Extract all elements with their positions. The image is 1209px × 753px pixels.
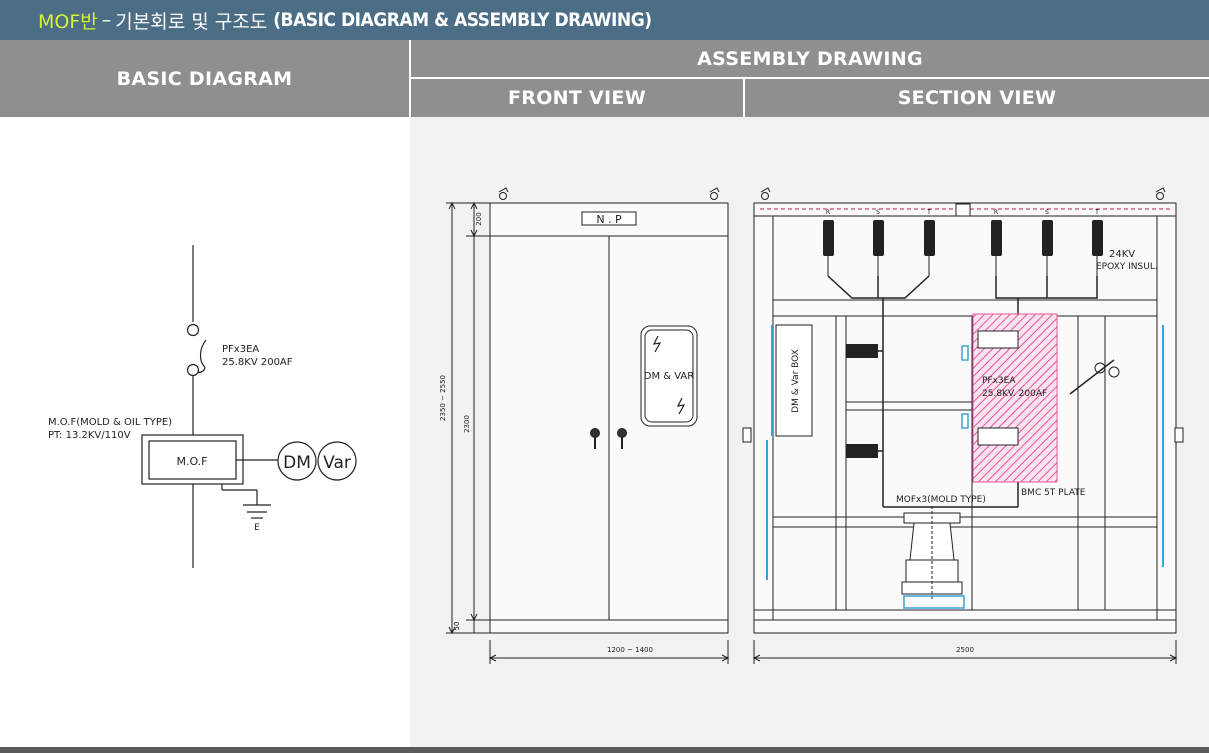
- title-english: (BASIC DIAGRAM & ASSEMBLY DRAWING): [273, 9, 652, 31]
- nameplate-label: N . P: [596, 213, 622, 226]
- title-dash: –: [101, 9, 112, 31]
- phase-label: T: [926, 209, 931, 216]
- dim-bottom: 50: [453, 622, 461, 631]
- title-korean: 기본회로 및 구조도: [115, 10, 268, 33]
- title-bar: MOF반 – 기본회로 및 구조도 (BASIC DIAGRAM & ASSEM…: [0, 0, 1209, 40]
- header-assembly-drawing: ASSEMBLY DRAWING: [411, 40, 1209, 77]
- mof-label-2: PT: 13.2KV/110V: [48, 430, 131, 441]
- phase-label: S: [1045, 209, 1049, 216]
- basic-diagram-panel: [0, 117, 410, 747]
- insulator-label-1: 24KV: [1109, 249, 1135, 260]
- mof-box-label: M.O.F: [176, 455, 207, 468]
- header-basic-diagram: BASIC DIAGRAM: [0, 40, 409, 117]
- phase-label: R: [994, 209, 998, 216]
- dim-total-height: 2350 ~ 2550: [439, 375, 447, 421]
- phase-label: T: [1094, 209, 1099, 216]
- lifting-lug-left: [498, 187, 509, 200]
- title-accent: MOF반: [38, 10, 98, 33]
- lifting-lug-right: [709, 187, 720, 200]
- mof-label-1: M.O.F(MOLD & OIL TYPE): [48, 417, 172, 428]
- header-front-view: FRONT VIEW: [411, 79, 743, 117]
- phase-label: R: [826, 209, 830, 216]
- pf-label-2: 25.8KV 200AF: [222, 357, 293, 368]
- basic-diagram: [141, 245, 357, 568]
- pf-section-label-1: PFx3EA: [982, 376, 1016, 386]
- pf-section-label-2: 25.8KV. 200AF: [982, 389, 1047, 399]
- door-handle-left: [590, 428, 600, 449]
- dim-front-width: 1200 ~ 1400: [607, 646, 653, 654]
- pf-label-1: PFx3EA: [222, 344, 259, 355]
- header-section-view: SECTION VIEW: [745, 79, 1209, 117]
- dim-top: 200: [475, 212, 483, 225]
- front-view: [446, 187, 730, 664]
- door-handle-right: [617, 428, 627, 449]
- meter-window-label: DM & VAR: [644, 371, 695, 382]
- earth-label: E: [254, 523, 260, 533]
- insulator-label-2: EPOXY INSUL.: [1096, 262, 1158, 272]
- dim-section-width: 2500: [956, 646, 974, 654]
- bottom-bar: [0, 747, 1209, 753]
- section-view: [742, 187, 1184, 664]
- phase-label: S: [876, 209, 880, 216]
- var-meter-label: Var: [323, 453, 351, 473]
- dm-var-box-label: DM & Var BOX: [791, 349, 801, 413]
- mof-unit-label: MOFx3(MOLD TYPE): [896, 495, 986, 505]
- dm-meter-label: DM: [283, 453, 311, 473]
- bmc-plate-label: BMC 5T PLATE: [1021, 488, 1086, 498]
- dim-middle-height: 2300: [463, 415, 471, 433]
